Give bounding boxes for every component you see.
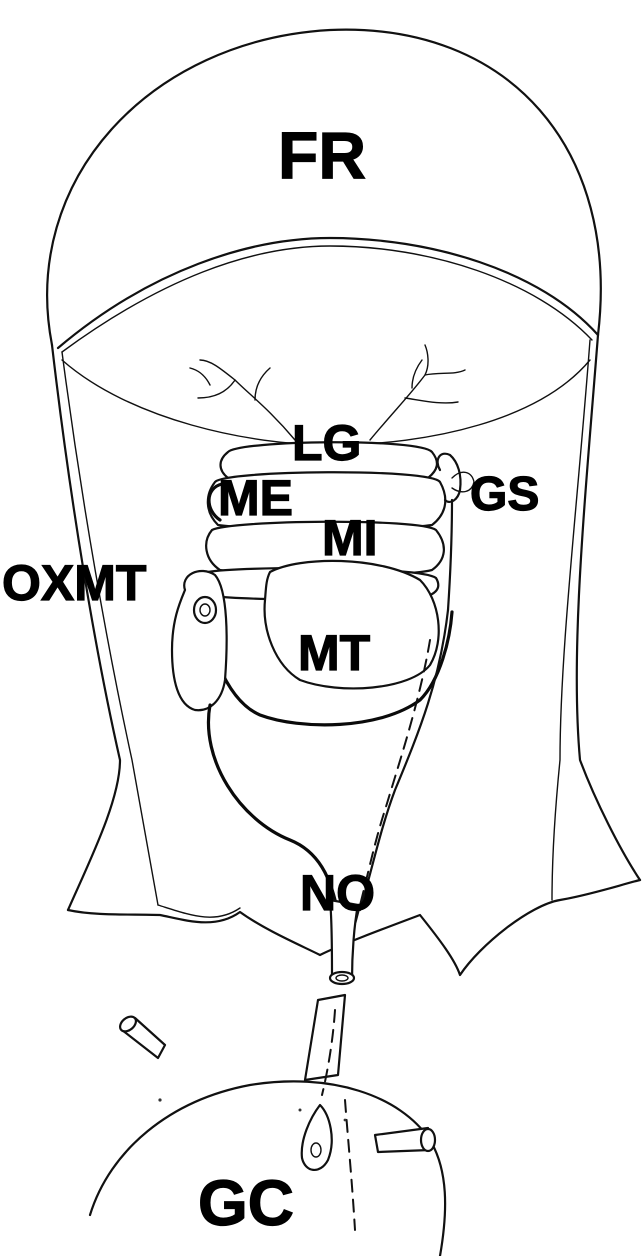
label-gc: GC: [198, 1167, 294, 1239]
frons-dome-inner-2: [62, 246, 592, 352]
gs-stem: [448, 500, 452, 610]
oxmt-sac: [172, 571, 227, 710]
label-oxmt: OXMT: [2, 555, 146, 611]
oxmt-ring: [194, 597, 216, 623]
right-wall-outer: [577, 335, 640, 880]
left-wall-outer: [52, 345, 120, 910]
label-me: ME: [218, 470, 293, 526]
left-wall-inner: [62, 352, 158, 905]
label-mt: MT: [298, 625, 370, 681]
right-wall-inner: [552, 340, 590, 900]
gc-inner-dash: [345, 1100, 355, 1230]
bottom-edge-inner: [158, 905, 240, 917]
gc-stub-top: [305, 995, 345, 1080]
label-no: NO: [300, 865, 375, 921]
label-gs: GS: [470, 468, 539, 521]
frons-dome-inner: [58, 238, 598, 348]
gc-teardrop: [302, 1105, 332, 1170]
label-mi: MI: [322, 510, 378, 566]
label-fr: FR: [278, 118, 366, 192]
label-lg: LG: [292, 415, 361, 471]
